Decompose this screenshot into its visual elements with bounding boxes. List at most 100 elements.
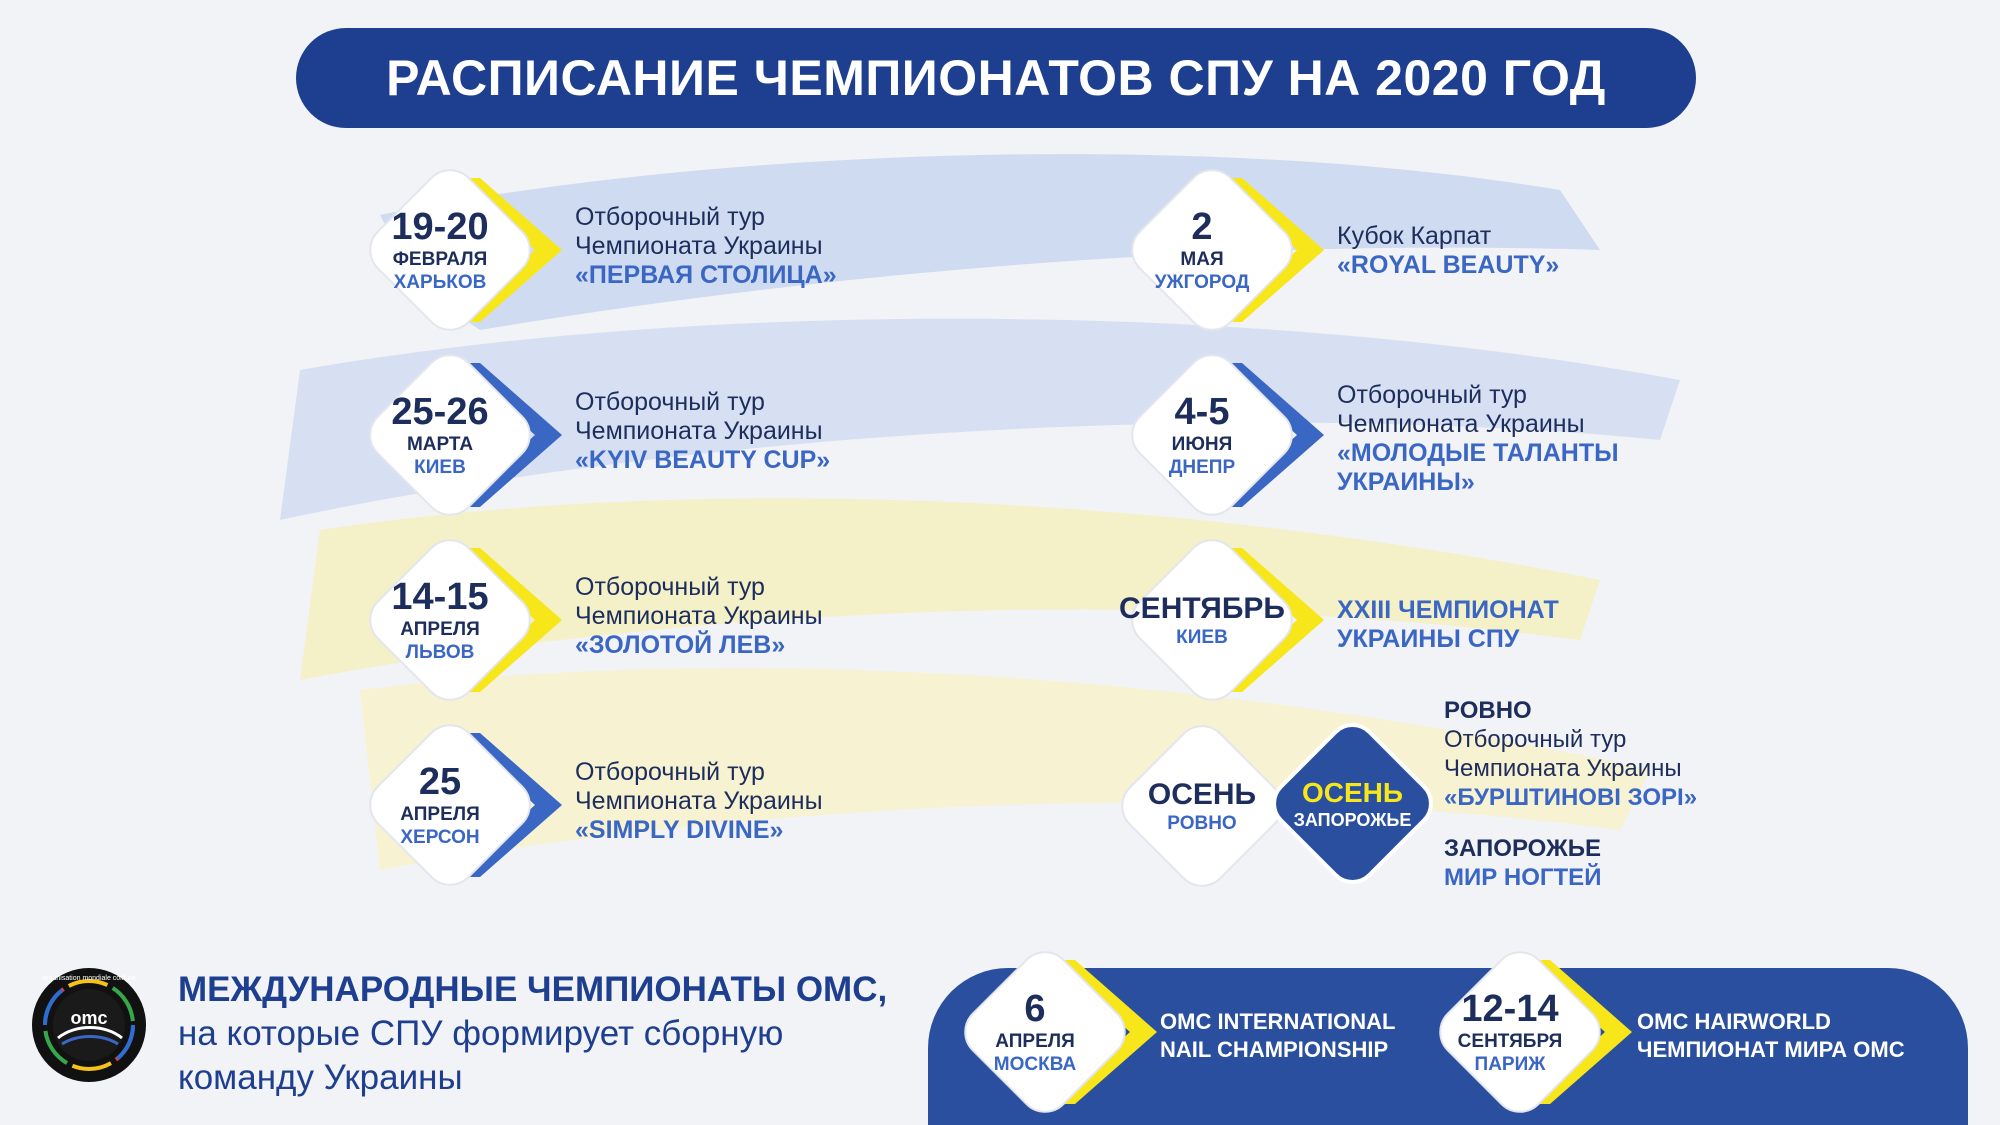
- date-badge: 19-20 ФЕВРАЛЯ ХАРЬКОВ: [350, 160, 570, 340]
- schedule-title-bar: РАСПИСАНИЕ ЧЕМПИОНАТОВ СПУ НА 2020 ГОД: [296, 28, 1696, 128]
- event-line2: Чемпионата Украины: [575, 602, 823, 630]
- event-line2: Чемпионата Украины: [1337, 410, 1585, 438]
- intl-event-paris: 12-14 СЕНТЯБРЯ ПАРИЖ: [1420, 942, 1880, 1122]
- event-line1: Отборочный тур: [1337, 381, 1527, 409]
- event-date: 19-20: [391, 206, 489, 248]
- event-card-lviv: 14-15 АПРЕЛЯ ЛЬВОВ Отборочный тур Чемпио…: [350, 530, 823, 710]
- date-badge: 25 АПРЕЛЯ ХЕРСОН: [350, 715, 570, 895]
- event-month: АПРЕЛЯ: [400, 619, 480, 640]
- event-line1: Отборочный тур: [575, 758, 765, 786]
- event-card-uzhhorod: 2 МАЯ УЖГОРОД Кубок Карпат «ROYAL BEAUTY…: [1112, 160, 1572, 340]
- intl-event-line2: ЧЕМПИОНАТ МИРА ОМС: [1637, 1037, 1905, 1062]
- event-month: ИЮНЯ: [1171, 434, 1233, 455]
- event-card-kharkiv: 19-20 ФЕВРАЛЯ ХАРЬКОВ Отборочный тур Чем…: [350, 160, 837, 340]
- event-card-kyiv-march: 25-26 МАРТА КИЕВ Отборочный тур Чемпиона…: [350, 345, 830, 525]
- event-city: ДНЕПР: [1168, 457, 1236, 478]
- event-description: Отборочный тур Чемпионата Украины «ЗОЛОТ…: [575, 573, 995, 660]
- zaporizhzhia-event-name: МИР НОГТЕЙ: [1444, 864, 1602, 891]
- event-card-autumn-rovno: ОСЕНЬ РОВНО: [1112, 716, 1292, 896]
- event-description: Отборочный тур Чемпионата Украины «МОЛОД…: [1337, 381, 1757, 497]
- diamond-badge-shape: [369, 724, 562, 886]
- event-description: Отборочный тур Чемпионата Украины «SIMPL…: [575, 758, 995, 845]
- event-date: 12-14: [1461, 988, 1559, 1030]
- diamond-badge-shape: [1131, 169, 1324, 331]
- event-line2: Чемпионата Украины: [575, 787, 823, 815]
- event-card-kherson: 25 АПРЕЛЯ ХЕРСОН Отборочный тур Чемпиона…: [350, 715, 823, 895]
- event-line2: Чемпионата Украины: [575, 417, 823, 445]
- event-name: «KYIV BEAUTY CUP»: [575, 446, 831, 474]
- date-badge: 14-15 АПРЕЛЯ ЛЬВОВ: [350, 530, 570, 710]
- autumn-zaporizhzhia-diamond: [1272, 723, 1433, 884]
- omc-logo-text: omc: [70, 1008, 107, 1028]
- event-date: ОСЕНЬ: [1147, 777, 1257, 811]
- intl-heading-line1: МЕЖДУНАРОДНЫЕ ЧЕМПИОНАТЫ ОМС,: [178, 970, 888, 1009]
- event-city: ЗАПОРОЖЬЕ: [1293, 809, 1412, 830]
- event-name: «ROYAL BEAUTY»: [1337, 251, 1560, 279]
- event-city: ХАРЬКОВ: [393, 272, 487, 293]
- event-month: МАЯ: [1180, 249, 1224, 270]
- rovno-line1: Отборочный тур: [1444, 726, 1627, 753]
- date-badge: ОСЕНЬ РОВНО: [1112, 716, 1292, 896]
- omc-logo: omc organisation mondiale coiffure: [32, 968, 146, 1082]
- diamond-badge-shape: [964, 951, 1157, 1113]
- event-date: ОСЕНЬ: [1301, 776, 1404, 808]
- event-date: 14-15: [391, 576, 489, 618]
- intl-event-line1: OMC INTERNATIONAL: [1160, 1009, 1396, 1034]
- date-badge: 25-26 МАРТА КИЕВ: [350, 345, 570, 525]
- intl-event-line2: NAIL CHAMPIONSHIP: [1160, 1037, 1389, 1062]
- event-month: МАРТА: [406, 434, 474, 455]
- event-month: АПРЕЛЯ: [995, 1031, 1075, 1052]
- diamond-badge-shape: [369, 539, 562, 701]
- date-badge: 12-14 СЕНТЯБРЯ ПАРИЖ: [1420, 942, 1640, 1122]
- event-city: МОСКВА: [993, 1054, 1077, 1075]
- event-city: ХЕРСОН: [400, 827, 480, 848]
- event-card-kyiv-september: СЕНТЯБРЬ КИЕВ XXIII ЧЕМПИОНАТ УКРАИНЫ СП…: [1112, 530, 1572, 710]
- event-name-line2: УКРАИНЫ СПУ: [1337, 625, 1520, 653]
- event-date: 2: [1191, 206, 1213, 248]
- event-line2: Чемпионата Украины: [575, 232, 823, 260]
- rovno-line2: Чемпионата Украины: [1444, 755, 1682, 782]
- event-date: 25-26: [391, 391, 489, 433]
- event-date: 6: [1024, 988, 1046, 1030]
- event-date: СЕНТЯБРЬ: [1119, 591, 1285, 625]
- intl-event-moscow-description: OMC INTERNATIONAL NAIL CHAMPIONSHIP: [1160, 1008, 1420, 1064]
- page-title: РАСПИСАНИЕ ЧЕМПИОНАТОВ СПУ НА 2020 ГОД: [386, 50, 1606, 106]
- event-date: 4-5: [1174, 391, 1230, 433]
- event-month: СЕНТЯБРЯ: [1457, 1031, 1563, 1052]
- event-city: УЖГОРОД: [1154, 272, 1250, 293]
- event-name: «МОЛОДЫЕ ТАЛАНТЫ: [1337, 439, 1619, 467]
- event-city: КИЕВ: [1176, 626, 1228, 648]
- intl-event-paris-description: OMC HAIRWORLD ЧЕМПИОНАТ МИРА ОМС: [1637, 1008, 1937, 1064]
- event-description: XXIII ЧЕМПИОНАТ УКРАИНЫ СПУ: [1337, 596, 1757, 654]
- date-badge: 2 МАЯ УЖГОРОД: [1112, 160, 1332, 340]
- zaporizhzhia-heading: ЗАПОРОЖЬЕ: [1444, 835, 1601, 862]
- international-heading: МЕЖДУНАРОДНЫЕ ЧЕМПИОНАТЫ ОМС, на которые…: [178, 968, 938, 1100]
- diamond-badge-shape: [1131, 539, 1324, 701]
- event-month: ФЕВРАЛЯ: [392, 249, 488, 270]
- event-name: «ПЕРВАЯ СТОЛИЦА»: [575, 261, 837, 289]
- event-line1: Отборочный тур: [575, 203, 765, 231]
- event-description: Отборочный тур Чемпионата Украины «KYIV …: [575, 388, 995, 475]
- intl-heading-line3: команду Украины: [178, 1058, 463, 1097]
- event-description: Отборочный тур Чемпионата Украины «ПЕРВА…: [575, 203, 995, 290]
- intl-event-moscow: 6 АПРЕЛЯ МОСКВА: [945, 942, 1405, 1122]
- intl-heading-line2: на которые СПУ формирует сборную: [178, 1014, 784, 1053]
- event-card-dnipro: 4-5 ИЮНЯ ДНЕПР Отборочный тур Чемпионата…: [1112, 345, 1619, 525]
- event-name: «ЗОЛОТОЙ ЛЕВ»: [575, 631, 786, 659]
- event-line1: Отборочный тур: [575, 573, 765, 601]
- diamond-badge-shape: [369, 169, 562, 331]
- event-name-line2: УКРАИНЫ»: [1337, 468, 1475, 496]
- event-month: АПРЕЛЯ: [400, 804, 480, 825]
- date-badge: СЕНТЯБРЬ КИЕВ: [1112, 530, 1332, 710]
- event-city: РОВНО: [1167, 812, 1237, 834]
- rovno-heading: РОВНО: [1444, 697, 1532, 724]
- date-badge: 4-5 ИЮНЯ ДНЕПР: [1112, 345, 1332, 525]
- diamond-badge-shape: [1121, 725, 1283, 887]
- diamond-badge-shape: [1131, 354, 1324, 516]
- event-description: Кубок Карпат «ROYAL BEAUTY»: [1337, 222, 1757, 280]
- omc-logo-ring-text: organisation mondiale coiffure: [42, 975, 135, 982]
- event-line1: Отборочный тур: [575, 388, 765, 416]
- autumn-events-description: РОВНО Отборочный тур Чемпионата Украины …: [1444, 696, 1744, 892]
- event-city: ПАРИЖ: [1474, 1054, 1546, 1075]
